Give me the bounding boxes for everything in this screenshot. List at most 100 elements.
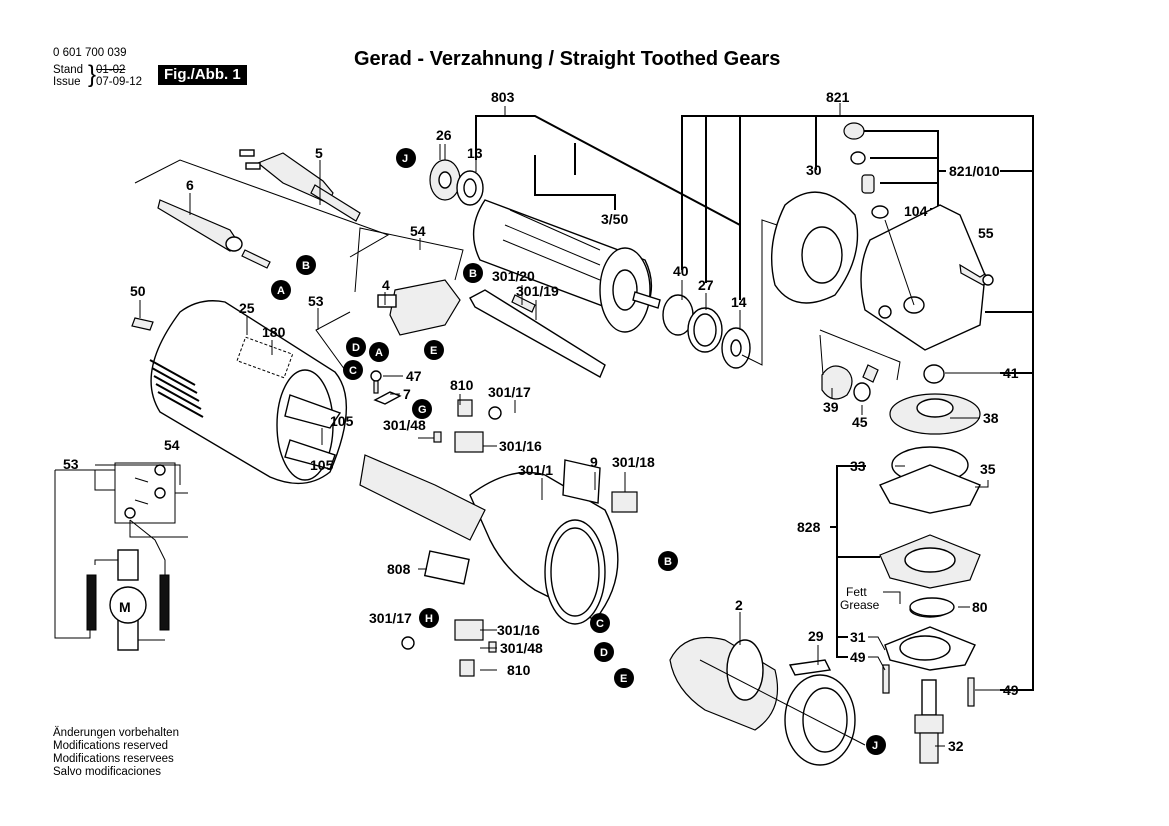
- label-29: 29: [808, 628, 824, 644]
- connector-D-switch: D: [346, 337, 366, 357]
- page-title: Gerad - Verzahnung / Straight Toothed Ge…: [354, 48, 781, 70]
- label-104: 104: [904, 203, 928, 219]
- brush-holder-upper: [433, 399, 502, 453]
- label-53: 53: [308, 293, 324, 309]
- svg-text:G: G: [418, 404, 427, 416]
- label-301-1: 301/1: [518, 462, 553, 478]
- label-fett: Fett: [846, 585, 867, 599]
- spring-group-821-010: [843, 122, 889, 219]
- svg-text:D: D: [352, 342, 360, 354]
- wiring-label-53: 53: [63, 456, 79, 472]
- connector-G: G: [412, 399, 432, 419]
- label-47: 47: [406, 368, 422, 384]
- footer-line: Modifications reserved: [53, 740, 169, 752]
- label-30: 30: [806, 162, 822, 178]
- brush-holder-lower: [401, 619, 497, 677]
- connector-A-cord: A: [271, 280, 291, 300]
- wiring-label-54: 54: [164, 437, 180, 453]
- label-105-upper: 105: [330, 413, 354, 429]
- label-38: 38: [983, 410, 999, 426]
- label-301-18: 301/18: [612, 454, 655, 470]
- part-number: 0 601 700 039: [53, 47, 127, 59]
- connector-C-stator: C: [590, 613, 610, 633]
- field-housing: [359, 454, 638, 625]
- label-7: 7: [403, 386, 411, 402]
- label-821: 821: [826, 89, 850, 105]
- svg-text:B: B: [469, 268, 477, 280]
- brace-glyph: }: [88, 61, 97, 88]
- label-6: 6: [186, 177, 194, 193]
- label-180: 180: [262, 324, 286, 340]
- label-50: 50: [130, 283, 146, 299]
- footer-line: Salvo modificaciones: [53, 766, 162, 778]
- label-26: 26: [436, 127, 452, 143]
- slider-301-20: [469, 289, 606, 378]
- connector-E-switch: E: [424, 340, 444, 360]
- svg-text:J: J: [402, 153, 408, 165]
- label-39: 39: [823, 399, 839, 415]
- figure-badge: Fig./Abb. 1: [158, 65, 247, 85]
- svg-text:E: E: [430, 345, 437, 357]
- label-13: 13: [467, 145, 483, 161]
- label-80: 80: [972, 599, 988, 615]
- bevel-gears: [819, 329, 981, 435]
- label-105-lower: 105: [310, 457, 334, 473]
- label-5: 5: [315, 145, 323, 161]
- label-32: 32: [948, 738, 964, 754]
- svg-text:E: E: [620, 673, 627, 685]
- fan-baffle: [771, 191, 859, 304]
- svg-text:B: B: [302, 260, 310, 272]
- svg-text:A: A: [277, 285, 285, 297]
- label-828: 828: [797, 519, 821, 535]
- spindle-32: [914, 679, 944, 764]
- svg-text:C: C: [349, 365, 357, 377]
- footer-notes: Änderungen vorbehalten Modifications res…: [53, 727, 179, 779]
- connector-J-top: J: [396, 148, 416, 168]
- connector-B-stator: B: [658, 551, 678, 571]
- label-803: 803: [491, 89, 515, 105]
- label-31: 31: [850, 629, 866, 645]
- stand-value: 01-02: [96, 64, 126, 76]
- power-cord-group: [134, 149, 390, 269]
- bracket-803: [475, 106, 741, 226]
- issue-value: 07-09-12: [96, 76, 143, 88]
- connector-B-cord: B: [296, 255, 316, 275]
- label-41: 41: [1003, 365, 1019, 381]
- connector-E-stator: E: [614, 668, 634, 688]
- bearings-top: [429, 144, 484, 206]
- bracket-821-010: [864, 130, 946, 210]
- connector-refs: J B A B D A E C G H B C D E J: [271, 148, 886, 755]
- screws-49: [882, 664, 975, 707]
- label-301-48-lower: 301/48: [500, 640, 543, 656]
- label-35: 35: [980, 461, 996, 477]
- screw-55: [959, 263, 994, 286]
- motor-housing: [131, 300, 348, 485]
- label-301-16-lower: 301/16: [497, 622, 540, 638]
- connector-D-stator: D: [594, 642, 614, 662]
- label-27: 27: [698, 277, 714, 293]
- leader-lines: [139, 144, 1000, 747]
- label-2: 2: [735, 597, 743, 613]
- baffle-29: [699, 659, 866, 766]
- label-808: 808: [387, 561, 411, 577]
- label-9: 9: [590, 454, 598, 470]
- label-14: 14: [731, 294, 747, 310]
- label-49-right: 49: [1003, 682, 1019, 698]
- footer-line: Modifications reservees: [53, 753, 174, 765]
- label-301-17-upper: 301/17: [488, 384, 531, 400]
- connector-J-bottom: J: [866, 735, 886, 755]
- vent-slots: [149, 359, 204, 418]
- label-4: 4: [382, 277, 390, 293]
- label-301-17-lower: 301/17: [369, 610, 412, 626]
- connector-C-switch: C: [343, 360, 363, 380]
- svg-text:A: A: [375, 347, 383, 359]
- svg-text:B: B: [664, 556, 672, 568]
- label-grease: Grease: [840, 598, 880, 612]
- label-54: 54: [410, 223, 426, 239]
- part-labels: 803 821 26 13 5 6 3/50 30 821/010 104 55…: [63, 89, 1033, 754]
- label-49-left: 49: [850, 649, 866, 665]
- screw-47: [370, 370, 402, 405]
- label-301-16-upper: 301/16: [499, 438, 542, 454]
- flange-plate: [879, 446, 981, 671]
